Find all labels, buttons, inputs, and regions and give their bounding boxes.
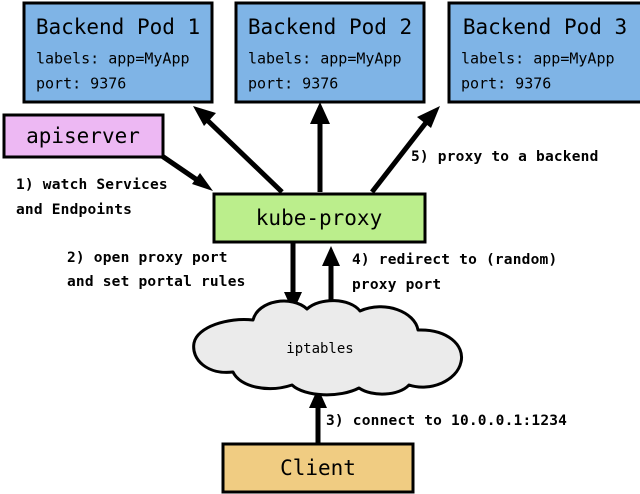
step-1-line-1: 1) watch Services <box>16 177 168 193</box>
step-5-label: 5) proxy to a backend <box>411 149 599 165</box>
backend-pod-1-port: port: 9376 <box>36 75 126 93</box>
client-label: Client <box>280 456 356 480</box>
backend-pod-3-title: Backend Pod 3 <box>463 15 627 39</box>
step-4-label: 4) redirect to (random) proxy port <box>352 252 557 293</box>
step-4-line-1: 4) redirect to (random) <box>352 252 557 268</box>
backend-pod-3-port: port: 9376 <box>461 75 551 93</box>
backend-pod-2-labels: labels: app=MyApp <box>248 50 402 68</box>
edge-apiserver-to-kubeproxy <box>160 153 213 191</box>
backend-pod-1-labels: labels: app=MyApp <box>36 50 190 68</box>
step-1-line-2: and Endpoints <box>16 202 132 218</box>
backend-pod-1[interactable]: Backend Pod 1 labels: app=MyApp port: 93… <box>22 1 214 104</box>
step-3-label: 3) connect to 10.0.0.1:1234 <box>326 413 567 429</box>
step-3-line-1: 3) connect to 10.0.0.1:1234 <box>326 413 567 429</box>
backend-pod-1-title: Backend Pod 1 <box>36 15 200 39</box>
backend-pod-2[interactable]: Backend Pod 2 labels: app=MyApp port: 93… <box>234 1 426 104</box>
client-node[interactable]: Client <box>221 442 415 494</box>
edge-kubeproxy-to-pod-3 <box>370 106 440 194</box>
backend-pod-3[interactable]: Backend Pod 3 labels: app=MyApp port: 93… <box>447 1 640 104</box>
step-2-line-1: 2) open proxy port <box>67 250 228 266</box>
step-4-line-2: proxy port <box>352 277 441 293</box>
step-2-label: 2) open proxy port and set portal rules <box>67 250 246 290</box>
kube-proxy-node[interactable]: kube-proxy <box>212 192 427 244</box>
step-5-line-1: 5) proxy to a backend <box>411 149 599 165</box>
kube-proxy-label: kube-proxy <box>256 206 382 230</box>
apiserver-label: apiserver <box>26 124 140 148</box>
iptables-cloud[interactable]: iptables <box>192 299 464 397</box>
backend-pod-2-port: port: 9376 <box>248 75 338 93</box>
apiserver-node[interactable]: apiserver <box>2 113 165 159</box>
backend-pod-2-title: Backend Pod 2 <box>248 15 412 39</box>
edge-kubeproxy-to-pod-1 <box>193 106 284 194</box>
edge-kubeproxy-to-pod-2 <box>310 102 330 192</box>
backend-pod-3-labels: labels: app=MyApp <box>461 50 615 68</box>
iptables-label: iptables <box>286 341 353 357</box>
step-2-line-2: and set portal rules <box>67 274 246 290</box>
edge-client-to-iptables <box>309 388 327 443</box>
step-1-label: 1) watch Services and Endpoints <box>16 177 168 218</box>
